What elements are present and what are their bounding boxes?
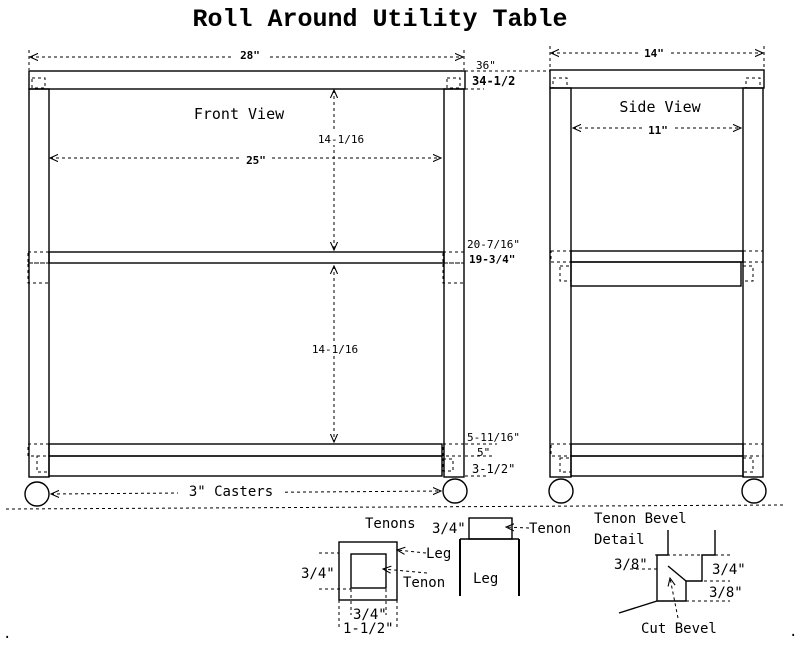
front-upper-gap-label-bg	[312, 131, 370, 145]
front-tenon-mid-left-b	[27, 262, 50, 284]
tenons-detail: Tenons 3/4" Leg Tenon 3/4" 1-1/2"	[301, 516, 451, 637]
front-inner-width-label: 25"	[246, 154, 266, 167]
side-table-top	[549, 69, 765, 89]
side-depth-label-bg	[638, 46, 670, 59]
leg-elevation-label: Leg	[473, 571, 498, 587]
side-tenon-low-left-b	[559, 457, 572, 473]
front-tenon-low-right-a	[442, 443, 465, 457]
bevel-dim-left: 3/8"	[614, 557, 648, 573]
bevel-dim-right: 3/4"	[712, 562, 746, 578]
front-tenon-mid-left-a	[27, 251, 50, 264]
front-view: 28" Front View 25" 14-1/16 14-1/16 3" Ca…	[24, 49, 468, 507]
side-right-caster	[741, 478, 767, 504]
bevel-detail: Tenon Bevel Detail 3/8" 3/4" 3/8" Cut Be…	[594, 511, 746, 637]
front-tenon-low-right-b	[442, 458, 454, 472]
front-tenon-top-left	[31, 77, 46, 89]
section-divider	[5, 504, 785, 510]
front-tenon-top-right	[446, 77, 461, 89]
side-tenon-low-left-a	[550, 443, 572, 457]
front-tenon-mid-right-b	[442, 262, 465, 284]
bevel-dim-bottom: 3/8"	[709, 585, 743, 601]
side-depth-label: 14"	[644, 47, 664, 60]
front-tenon-mid-right-a	[442, 251, 465, 264]
side-tenon-low-right-a	[742, 443, 764, 457]
front-table-top	[28, 70, 466, 90]
leg-section-outline	[338, 541, 398, 601]
leg-pointer-label: Leg	[426, 546, 451, 562]
side-tenon-mid-left-a	[550, 250, 572, 263]
side-lower-rail	[570, 443, 744, 457]
height-low-top-label: 5-11/16"	[467, 431, 520, 444]
height-low-bottom-label: 3-1/2"	[472, 462, 515, 476]
height-callouts: 36" 34-1/2 20-7/16" 19-3/4" 5-11/16" 5" …	[465, 59, 550, 477]
front-width-label-bg	[232, 49, 268, 62]
front-middle-rail	[48, 251, 445, 264]
side-right-leg	[742, 87, 764, 478]
leg-outer-dim: 1-1/2"	[343, 621, 394, 637]
side-lower-apron	[570, 455, 744, 477]
bevel-cut-line	[667, 565, 687, 582]
side-tenon-mid-right-b	[742, 265, 754, 282]
tenon-pointer-label: Tenon	[403, 575, 445, 591]
tenons-label: Tenons	[365, 516, 416, 532]
side-tenon-top-left	[552, 77, 568, 89]
side-inner-depth-label: 11"	[648, 124, 668, 137]
corner-mark-left: .	[3, 626, 11, 642]
front-left-caster	[24, 481, 50, 507]
height-top-label: 36"	[476, 59, 496, 72]
front-inner-width-label-bg	[240, 152, 272, 165]
cut-bevel-label: Cut Bevel	[641, 621, 717, 637]
caster-label: 3" Casters	[189, 484, 273, 500]
leg-pointer	[397, 550, 427, 553]
tenon-elevation-pointer	[506, 527, 530, 528]
tenon-inner-dim: 3/4"	[353, 607, 387, 623]
front-width-label: 28"	[240, 49, 260, 62]
front-view-label: Front View	[194, 105, 285, 123]
tenon-side-dim: 3/4"	[301, 566, 335, 582]
side-middle-apron	[570, 261, 742, 287]
side-inner-depth-label-bg	[642, 123, 674, 136]
side-left-caster	[548, 478, 574, 504]
leg-tenon-dim: 3/4"	[432, 521, 466, 537]
front-lower-gap-label: 14-1/16	[312, 343, 358, 356]
tenon-elevation	[468, 517, 513, 540]
height-mid-top-label: 20-7/16"	[467, 238, 520, 251]
side-middle-rail	[570, 250, 744, 263]
leg-tenon-detail: 3/4" Leg Tenon	[432, 517, 571, 596]
side-tenon-low-right-b	[742, 457, 754, 473]
bevel-profile-right	[657, 530, 716, 602]
corner-mark-right: .	[789, 624, 797, 640]
height-low-rail-label: 5"	[477, 446, 490, 459]
front-right-caster	[442, 478, 468, 504]
caster-label-bg	[178, 484, 282, 499]
front-tenon-low-left-a	[27, 443, 50, 457]
front-lower-apron	[48, 455, 443, 477]
front-upper-gap-label: 14-1/16	[318, 133, 364, 146]
front-tenon-low-left-b	[36, 455, 50, 473]
bevel-label-line2: Detail	[594, 532, 645, 548]
side-left-leg	[549, 87, 572, 478]
caster-span-dimension	[51, 491, 441, 494]
tenon-section-outline	[350, 553, 387, 589]
bevel-label-line1: Tenon Bevel	[594, 511, 687, 527]
front-lower-rail	[48, 443, 443, 457]
front-lower-gap-label-bg	[305, 342, 365, 356]
side-tenon-mid-right-a	[742, 250, 764, 263]
height-top-under-label: 34-1/2	[472, 74, 515, 88]
side-tenon-top-right	[745, 77, 761, 89]
drawing-title: Roll Around Utility Table	[192, 5, 567, 34]
side-tenon-mid-left-b	[559, 265, 572, 282]
tenon-pointer	[383, 569, 428, 573]
side-view-label: Side View	[619, 98, 701, 116]
side-view: 14" Side View 11"	[548, 46, 767, 504]
height-mid-rail-label: 19-3/4"	[469, 253, 515, 266]
cut-bevel-pointer	[670, 578, 679, 619]
tenon-elevation-label: Tenon	[529, 521, 571, 537]
